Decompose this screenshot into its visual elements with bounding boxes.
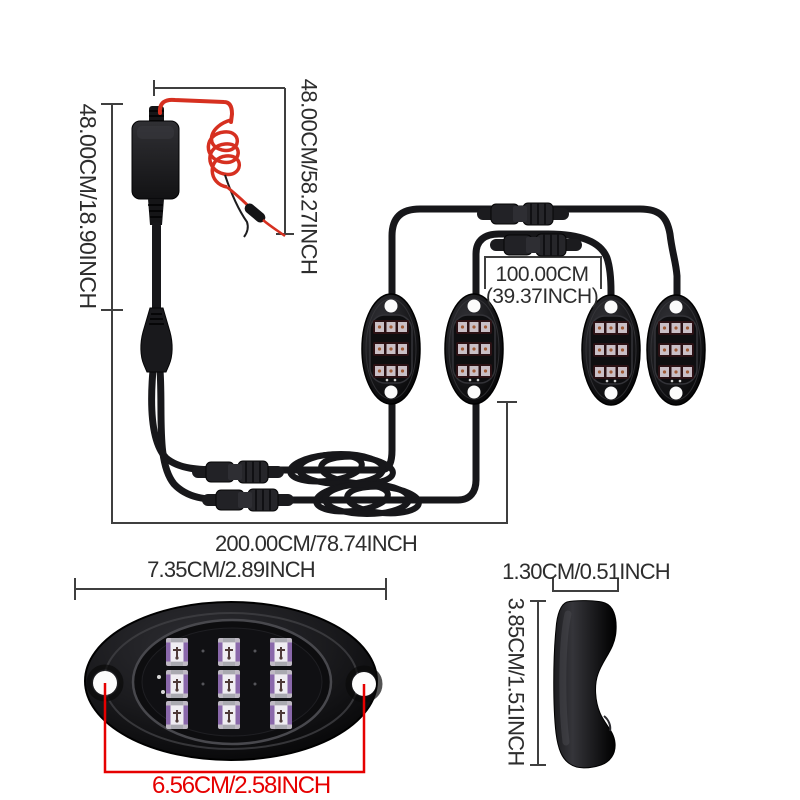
dim-label-total-harness: 200.00CM/78.74INCH [214,531,418,556]
inline-fuse [244,203,266,223]
dimension-lines [74,80,619,766]
cable-coil-lower [313,481,422,517]
dim-label-pod-top-length: 7.35CM/2.89INCH [147,557,316,582]
rock-light-pod-2 [444,293,504,405]
led-pod-top-view [84,601,383,761]
wire-coil [206,118,241,189]
rock-light-pod-3 [581,294,641,406]
y-splitter [140,307,173,373]
rock-light-pod-4 [646,294,706,406]
control-box [131,106,180,314]
dim-label-pod-spacing-inch: (39.37INCH) [485,285,599,309]
red-power-wire [157,97,286,238]
cable-to-pod1 [148,366,396,474]
rock-light-pod-1 [361,293,421,405]
dim-label-pod-spacing: 100.00CM (39.37INCH) [472,263,612,309]
harness-cables [148,205,681,504]
cable-to-pod2 [156,366,480,504]
cable-loop-outer [388,205,681,308]
dim-label-mount-hole-spacing: 6.56CM/2.58INCH [151,772,331,799]
led-pod-side-view [553,600,617,769]
cable-loop-inner [472,230,615,308]
dim-label-pod-spacing-cm: 100.00CM [495,263,589,286]
dim-label-pod-side-height: 3.85CM/1.51INCH [503,597,529,766]
connector-lower-run [201,488,295,512]
dim-label-power-wire: 48.00CM/58.27INCH [296,78,322,275]
connector-upper-run [191,460,285,484]
red-dimension-bracket [103,683,366,774]
dim-label-controller-cable: 48.00CM/18.90INCH [75,103,102,309]
dim-label-pod-side-width: 1.30CM/0.51INCH [502,559,671,584]
